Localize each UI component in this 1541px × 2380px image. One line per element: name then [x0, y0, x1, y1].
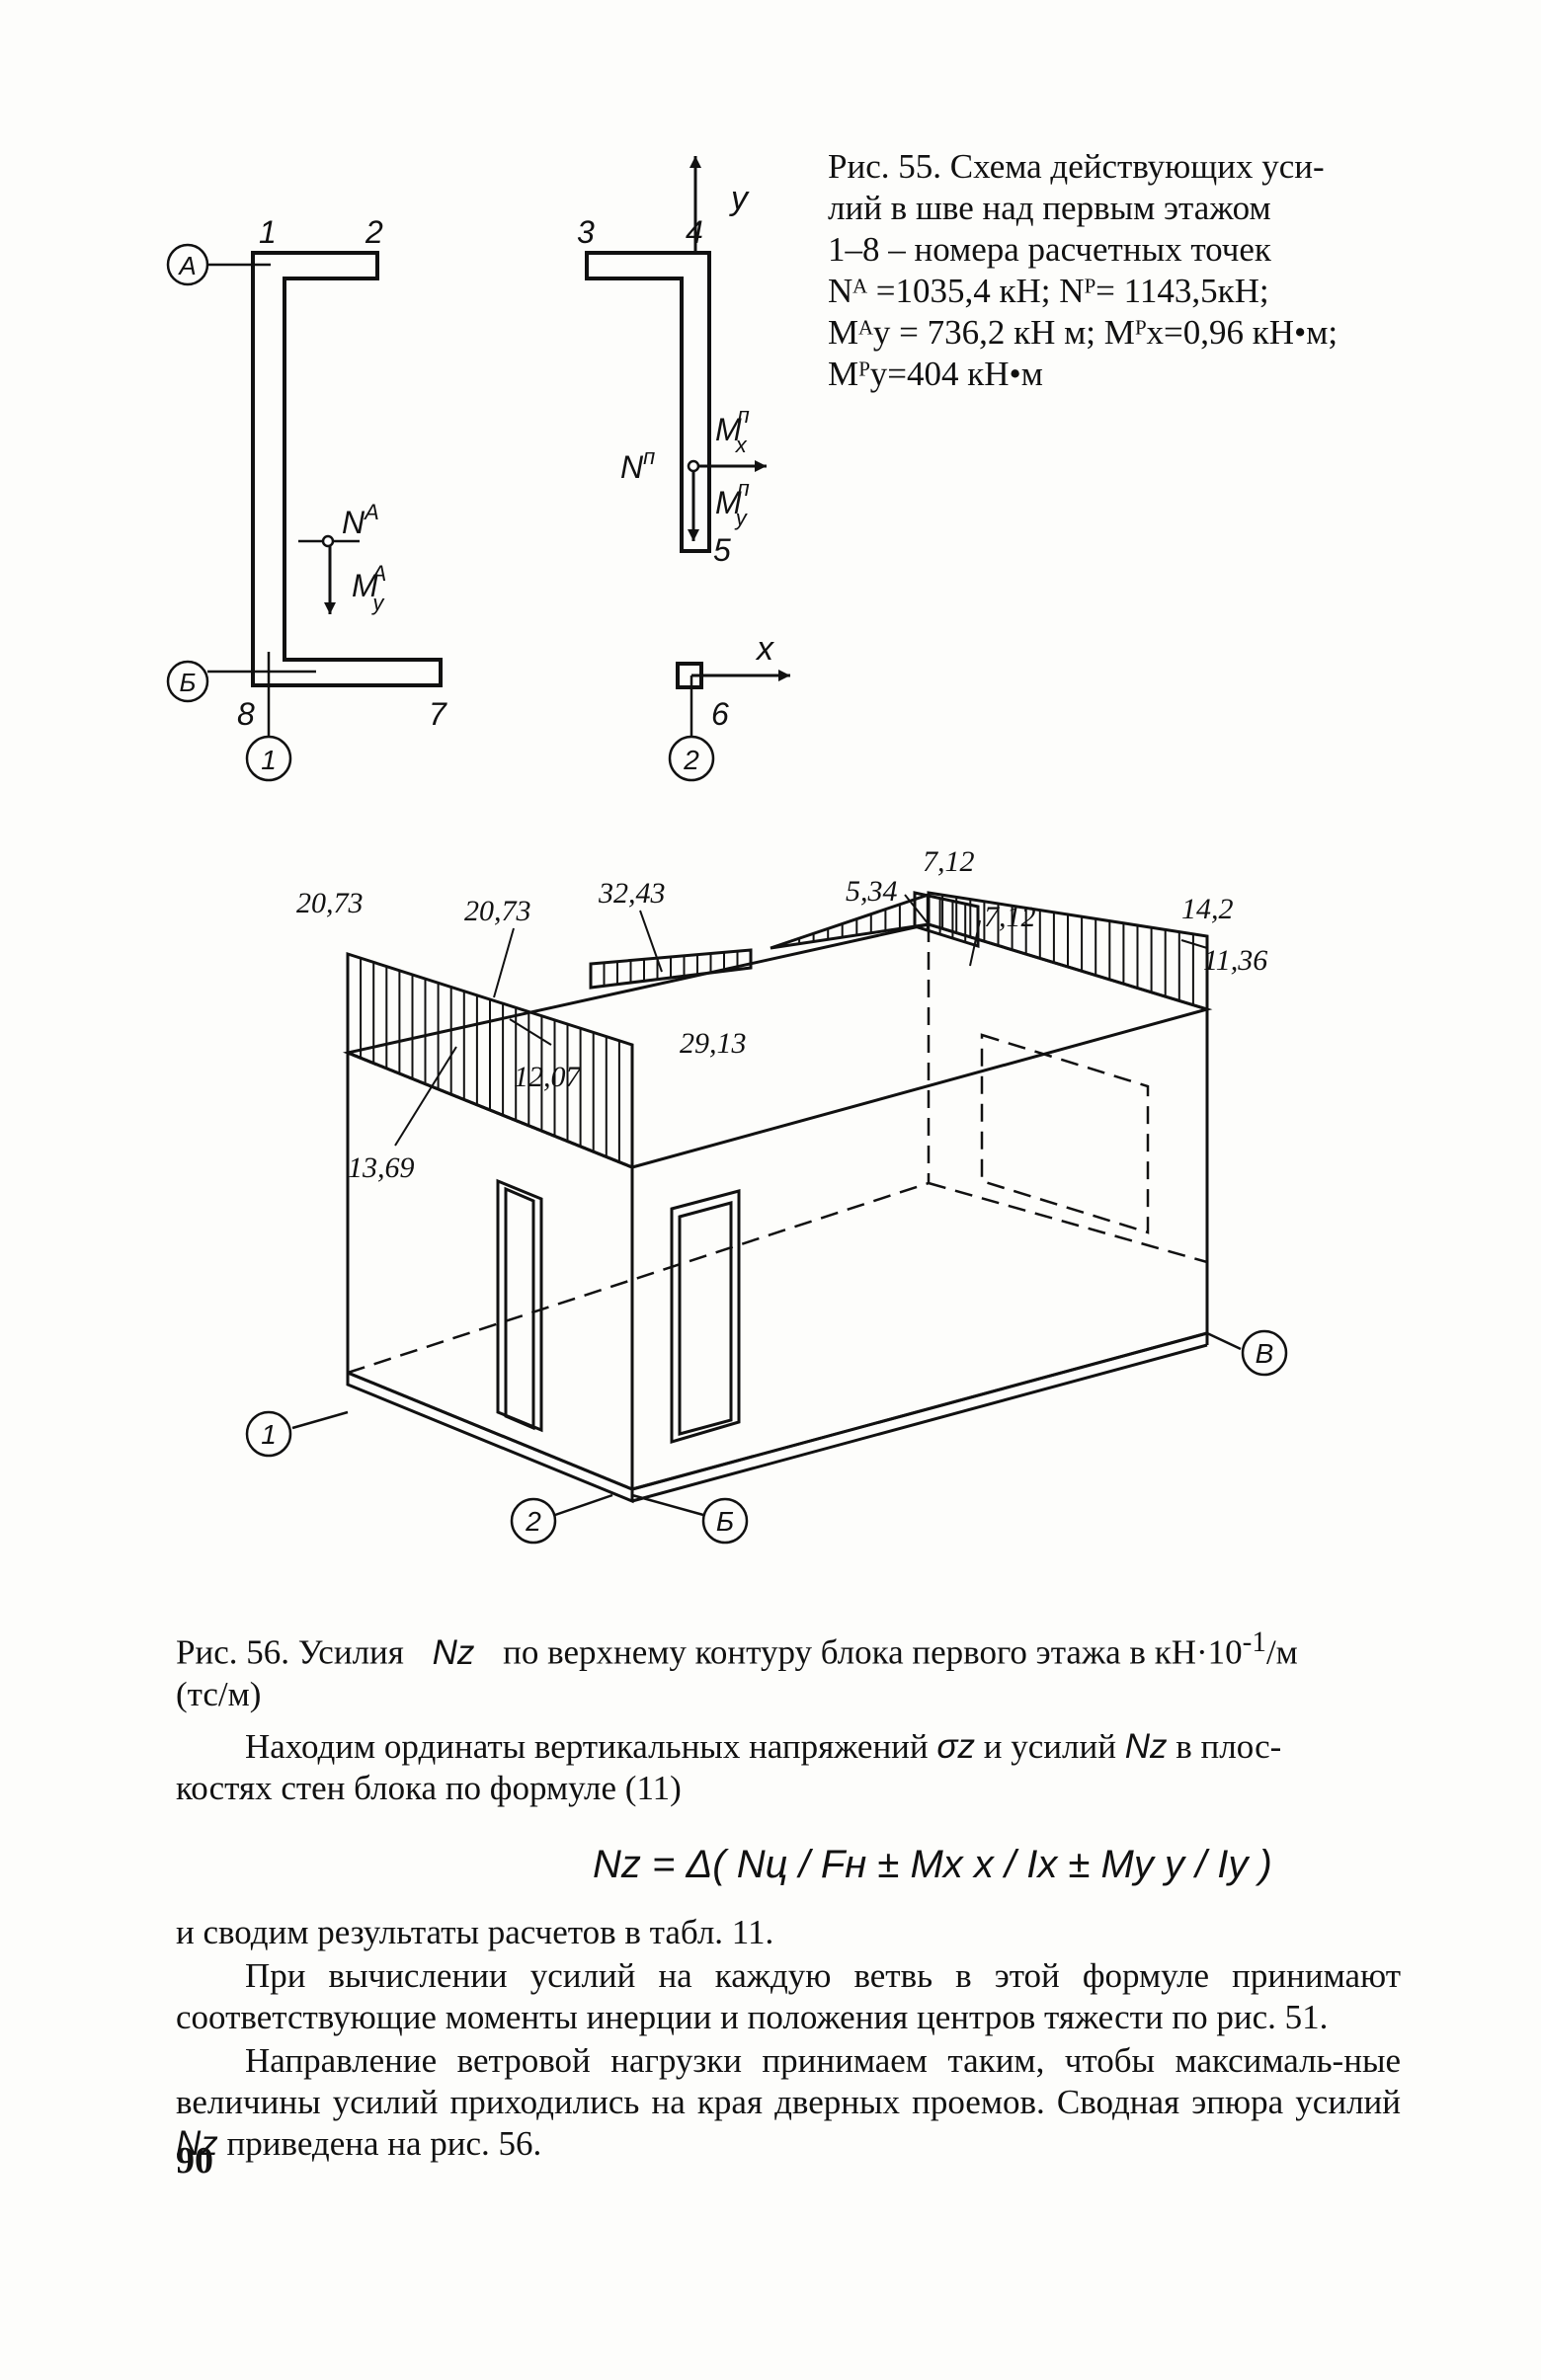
door-opening-right: [670, 1189, 741, 1445]
force-diagram-hatching: [346, 891, 1209, 1170]
leader-1369: [394, 1046, 457, 1147]
door-opening-left-inner: [504, 1186, 535, 1431]
paragraph-4: Направление ветровой нагрузки принимаем …: [176, 2041, 1401, 2163]
axis-line-56-b: [631, 1493, 704, 1517]
caption-56-line-1: Рис. 56. Усилия Nz по верхнему контуру б…: [176, 1626, 1298, 1672]
centroid-point-left: [321, 534, 335, 548]
axis-bubble-b: [166, 660, 209, 703]
axis-label-a: А: [177, 251, 196, 280]
axis-label-b: Б: [180, 668, 197, 697]
value-label-3: 5,34: [846, 875, 898, 908]
hidden-floor-right: [928, 1181, 1208, 1264]
value-label-0: 20,73: [296, 887, 364, 919]
figure-56-isometric: 1 2 Б В 20,73 20,73 32,43 5,34 7,12 7,12…: [245, 845, 1288, 1545]
axis-bubble-56-v: [1241, 1329, 1288, 1377]
floor-slab-right-top: [631, 1331, 1208, 1491]
paragraph-2: и сводим результаты расчетов в табл. 11.: [176, 1913, 774, 1951]
point-label-3: 3: [577, 214, 595, 250]
formula-11: Nz = Δ( Nц / Fн ± Mx x / Ix ± My y / Iy …: [593, 1843, 1272, 1886]
figure-56-caption: Рис. 56. Усилия Nz по верхнему контуру б…: [176, 1622, 1401, 1715]
angle-section-right: [585, 251, 711, 553]
axis-y-label: y: [729, 180, 750, 217]
caption-55-line-6: Mᴾy=404 кН•м: [828, 355, 1043, 393]
floor-slab-right-bot: [631, 1343, 1208, 1503]
channel-section-left: [251, 251, 443, 687]
caption-56-symbol: Nz: [432, 1632, 475, 1672]
point-label-8: 8: [237, 696, 255, 732]
page-number: 90: [176, 2140, 213, 2182]
value-label-10: 13,69: [348, 1151, 415, 1184]
axis-x-label: x: [755, 630, 774, 668]
axis-bubble-a: [166, 243, 209, 286]
axis-label-56-1: 1: [261, 1419, 277, 1450]
axis-line-56-1: [291, 1410, 349, 1430]
axis-bubble-56-2: [510, 1497, 557, 1545]
leader-712: [969, 919, 981, 967]
block-front-face: [346, 1050, 634, 1492]
axis-label-56-v: В: [1256, 1338, 1274, 1369]
caption-55-line-2: лий в шве над первым этажом: [828, 189, 1271, 227]
axis-line-56-2: [554, 1493, 613, 1517]
hidden-window: [980, 1033, 1150, 1234]
door-opening-left: [496, 1178, 543, 1433]
axis-label-1: 1: [261, 745, 277, 775]
leader-1207: [509, 1018, 552, 1046]
caption-55-line-1: Рис. 55. Схема действующих уси-: [828, 147, 1325, 186]
leader-3243: [639, 910, 663, 973]
leader-2073-b: [493, 927, 515, 998]
axis-label-56-b: Б: [716, 1506, 734, 1537]
value-label-9: 29,13: [680, 1027, 747, 1060]
diagram-outline-peak: [913, 891, 980, 949]
door-opening-right-inner: [678, 1201, 733, 1436]
value-label-8: 12,07: [514, 1061, 583, 1093]
figure-55-caption: Рис. 55. Схема действующих уси- лий в шв…: [828, 146, 1361, 395]
force-label-left: NА: [342, 500, 379, 540]
axis-bubble-56-b: [701, 1497, 749, 1545]
value-label-6: 14,2: [1181, 893, 1234, 925]
leader-534: [904, 894, 930, 925]
point-label-5: 5: [713, 532, 731, 568]
centroid-point-right: [687, 459, 700, 473]
axis-bubble-56-1: [245, 1410, 292, 1458]
paragraph-3: При вычислении усилий на каждую ветвь в …: [176, 1956, 1401, 2036]
caption-55-line-4: Nᴬ =1035,4 кН; Nᴾ= 1143,5кН;: [828, 272, 1269, 310]
leader-1136: [1180, 939, 1208, 949]
axis-bubble-2: [668, 735, 715, 782]
caption-56-line-2: (тс/м): [176, 1674, 262, 1713]
axis-label-2: 2: [683, 745, 699, 775]
value-label-5: 7,12: [984, 901, 1036, 933]
axis-line-56-v: [1206, 1331, 1242, 1351]
point-label-7: 7: [429, 696, 447, 732]
paragraph-1: Находим ординаты вертикальных напряжений…: [176, 1727, 1282, 1807]
point-label-4: 4: [686, 214, 703, 250]
value-label-2: 32,43: [598, 877, 666, 910]
point-label-6: 6: [711, 696, 729, 732]
value-label-4: 7,12: [923, 845, 975, 878]
caption-55-line-3: 1–8 – номера расчетных точек: [828, 230, 1271, 269]
point-label-1: 1: [259, 214, 277, 250]
floor-slab-left: [346, 1370, 634, 1504]
hidden-floor-back: [347, 1181, 930, 1375]
caption-55-line-5: Mᴬy = 736,2 кН м; Mᴾx=0,96 кН•м;: [828, 313, 1338, 352]
axis-label-56-2: 2: [525, 1506, 541, 1537]
axis-bubble-1: [245, 735, 292, 782]
point-label-2: 2: [365, 214, 383, 250]
value-label-7: 11,36: [1203, 944, 1267, 977]
value-label-1: 20,73: [464, 895, 531, 927]
force-label-right: Nп: [620, 444, 655, 485]
